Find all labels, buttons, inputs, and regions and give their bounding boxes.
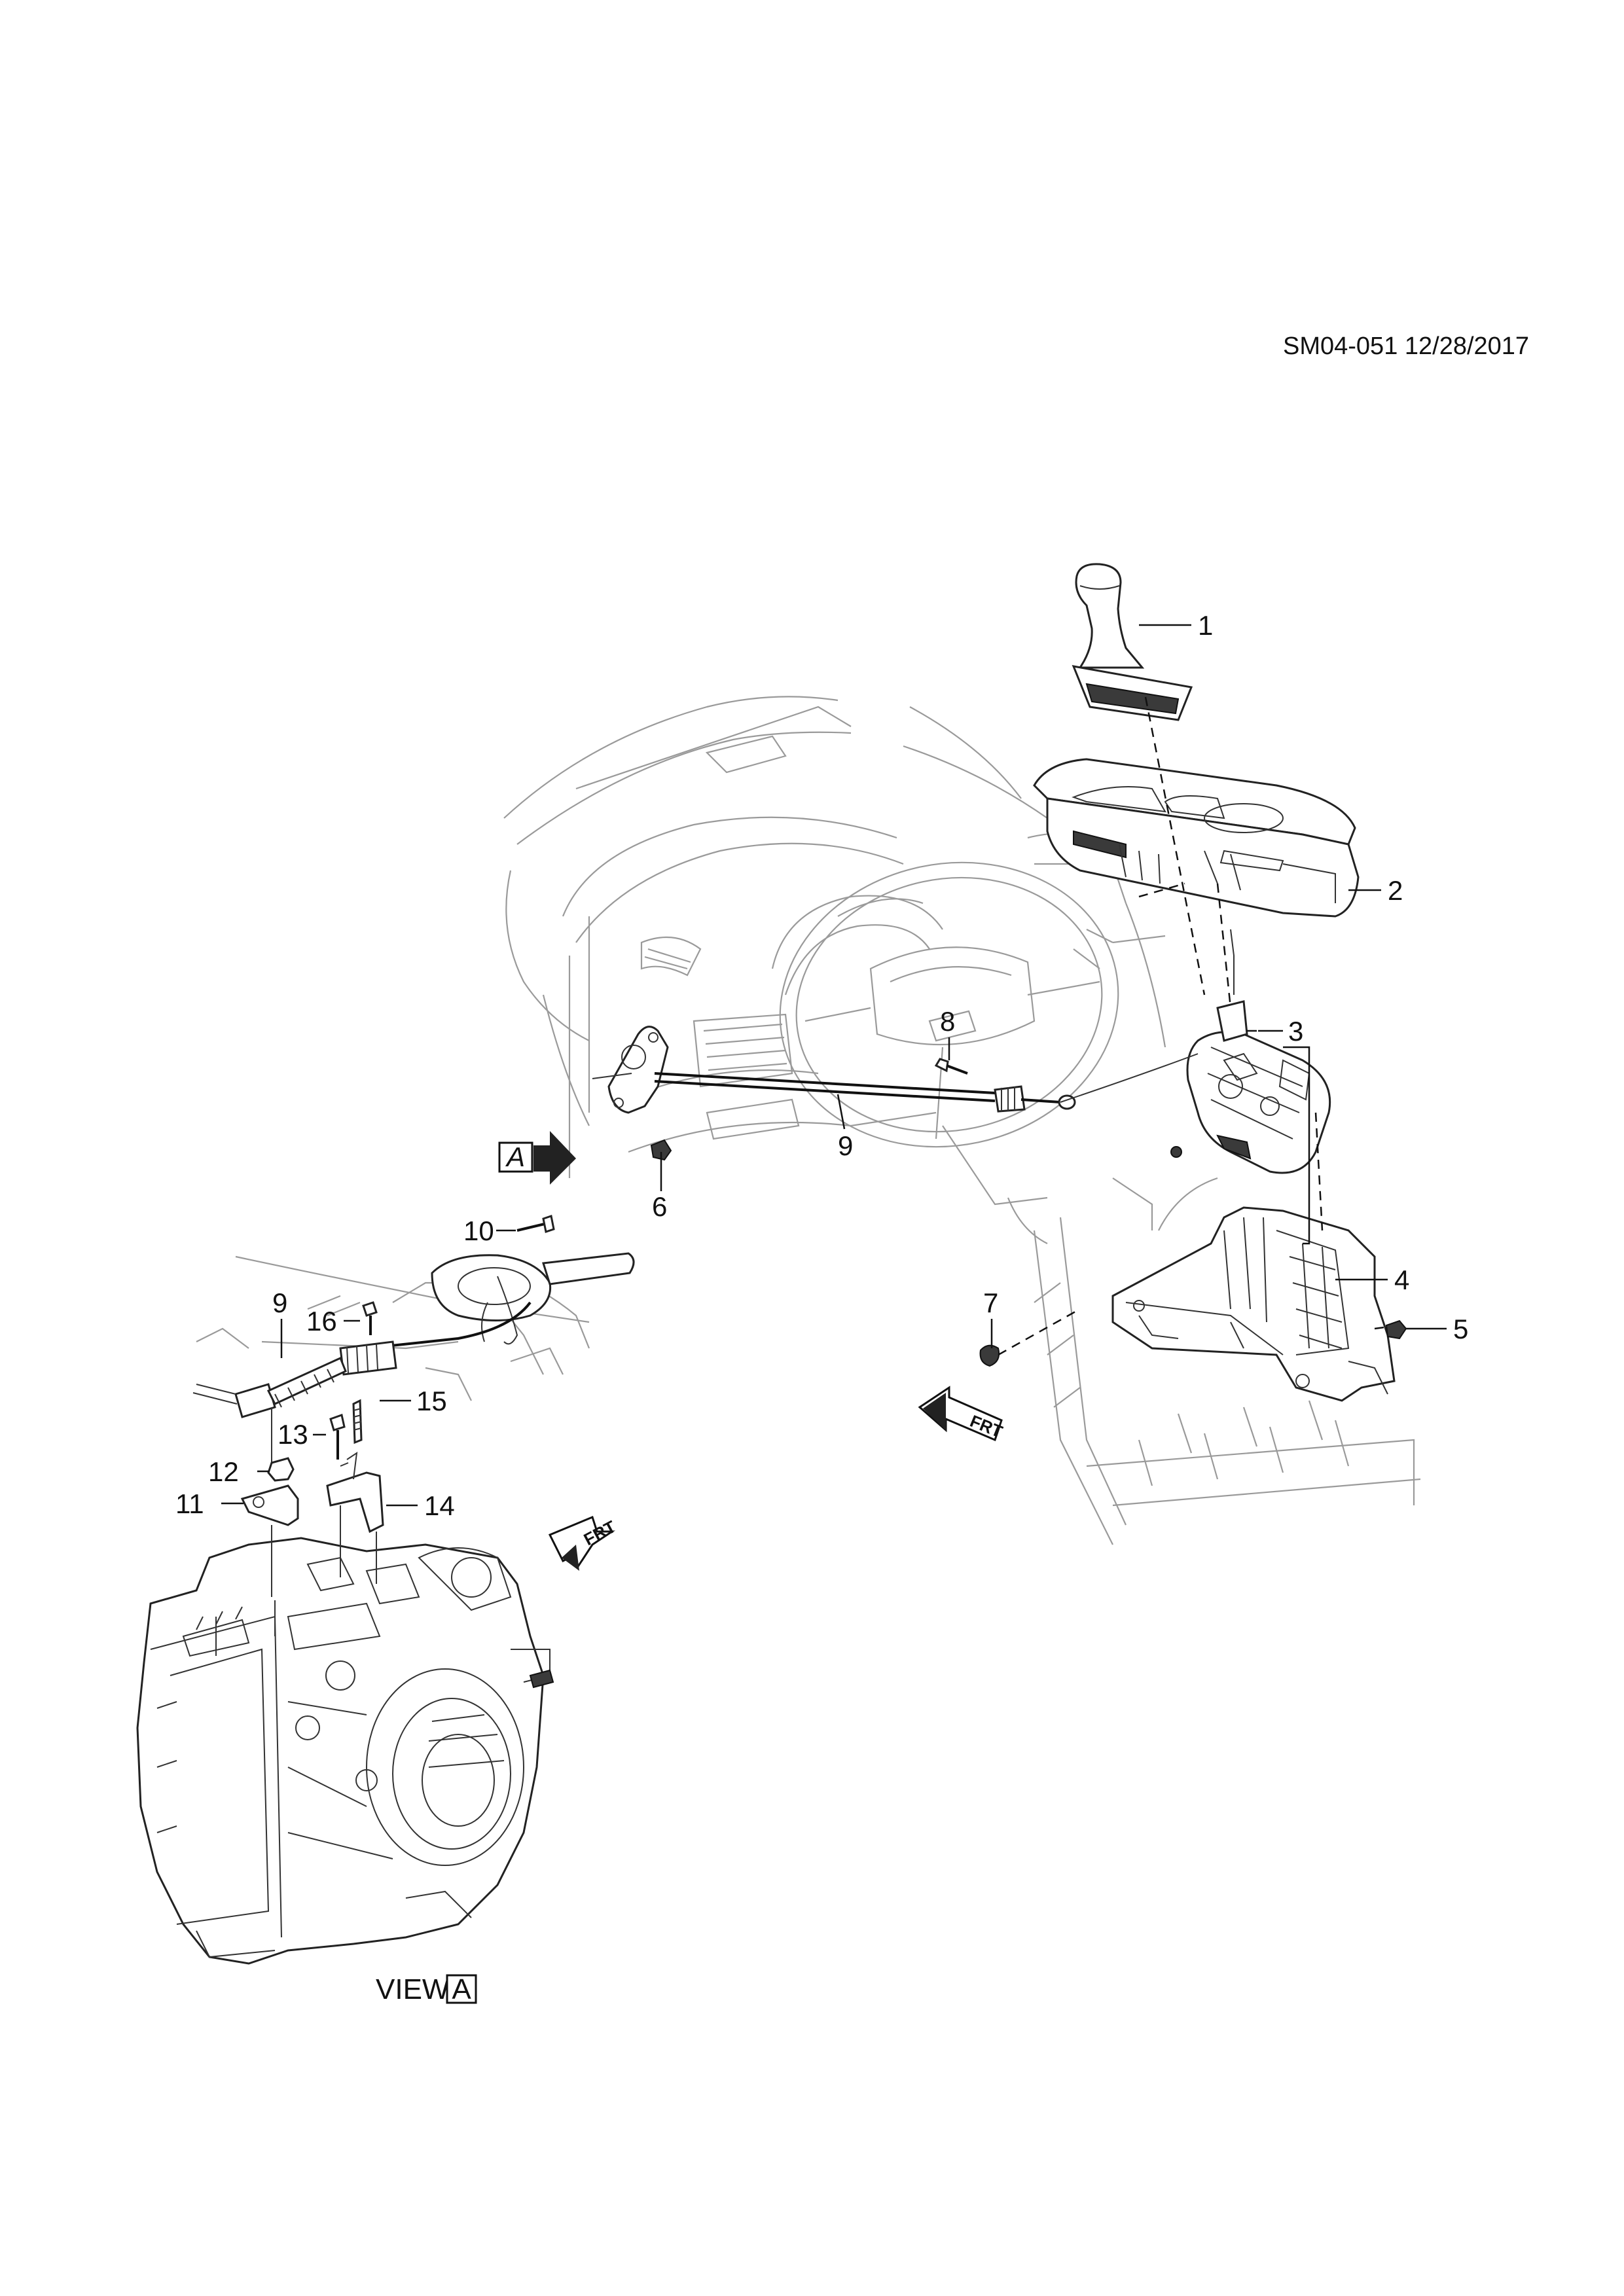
part-bolt-13 (329, 1414, 346, 1460)
part-console-trim-plate (1033, 758, 1360, 918)
part-bracket-14 (326, 1451, 384, 1584)
part-nut-6 (650, 1139, 672, 1161)
view-caption-word: VIEW (376, 1973, 450, 2005)
part-bracket-11 (240, 1484, 299, 1597)
callout-10: 10 (463, 1215, 494, 1246)
callout-3: 3 (1288, 1016, 1303, 1047)
callout-labels: 1 2 3 4 5 6 7 8 9 9 10 11 12 13 14 15 16 (175, 610, 1468, 1521)
sheet-code: SM04-051 12/28/2017 (1283, 332, 1530, 360)
callout-16: 16 (306, 1306, 337, 1336)
direction-arrow-letter: A (505, 1141, 525, 1172)
callout-2: 2 (1388, 875, 1403, 906)
frt-arrow-main: FRT (918, 1386, 1005, 1442)
leader-lines (660, 624, 1447, 1348)
view-a-direction-arrow: A (498, 1131, 576, 1185)
part-nut-5 (1385, 1319, 1407, 1340)
part-bolt-8 (934, 1058, 968, 1075)
callout-9-view: 9 (272, 1287, 287, 1318)
view-caption-letter: A (452, 1973, 471, 2005)
part-bolt-16 (362, 1301, 378, 1335)
part-bolt-7 (979, 1344, 1000, 1367)
callout-8: 8 (940, 1006, 955, 1037)
callout-11: 11 (175, 1488, 204, 1519)
part-shift-cable-end (192, 1301, 532, 1476)
part-nut-12 (267, 1457, 295, 1482)
callout-4: 4 (1394, 1265, 1409, 1295)
part-shifter-assembly (1170, 929, 1331, 1174)
part-grommet (431, 1215, 635, 1345)
callout-12: 12 (208, 1456, 239, 1487)
dashboard-outline (503, 696, 1421, 1545)
part-shift-cable (592, 1026, 1199, 1114)
part-stud-15 (352, 1399, 363, 1444)
assembly-lines (998, 696, 1385, 1356)
part-shifter-bracket (1111, 1206, 1396, 1402)
callout-9-main: 9 (838, 1130, 853, 1161)
frt-arrow-view-a: FRT (548, 1515, 619, 1571)
callout-7: 7 (983, 1287, 998, 1318)
callout-15: 15 (416, 1386, 447, 1416)
callout-13: 13 (278, 1419, 308, 1450)
view-a-caption: VIEW A (376, 1973, 477, 2005)
callout-14: 14 (424, 1490, 455, 1521)
callout-6: 6 (652, 1191, 667, 1222)
callout-1: 1 (1198, 610, 1213, 641)
view-a-leader-lines (221, 1229, 516, 1507)
callout-5: 5 (1453, 1314, 1468, 1344)
part-shift-knob (1072, 563, 1193, 721)
part-transmission (136, 1537, 554, 1965)
